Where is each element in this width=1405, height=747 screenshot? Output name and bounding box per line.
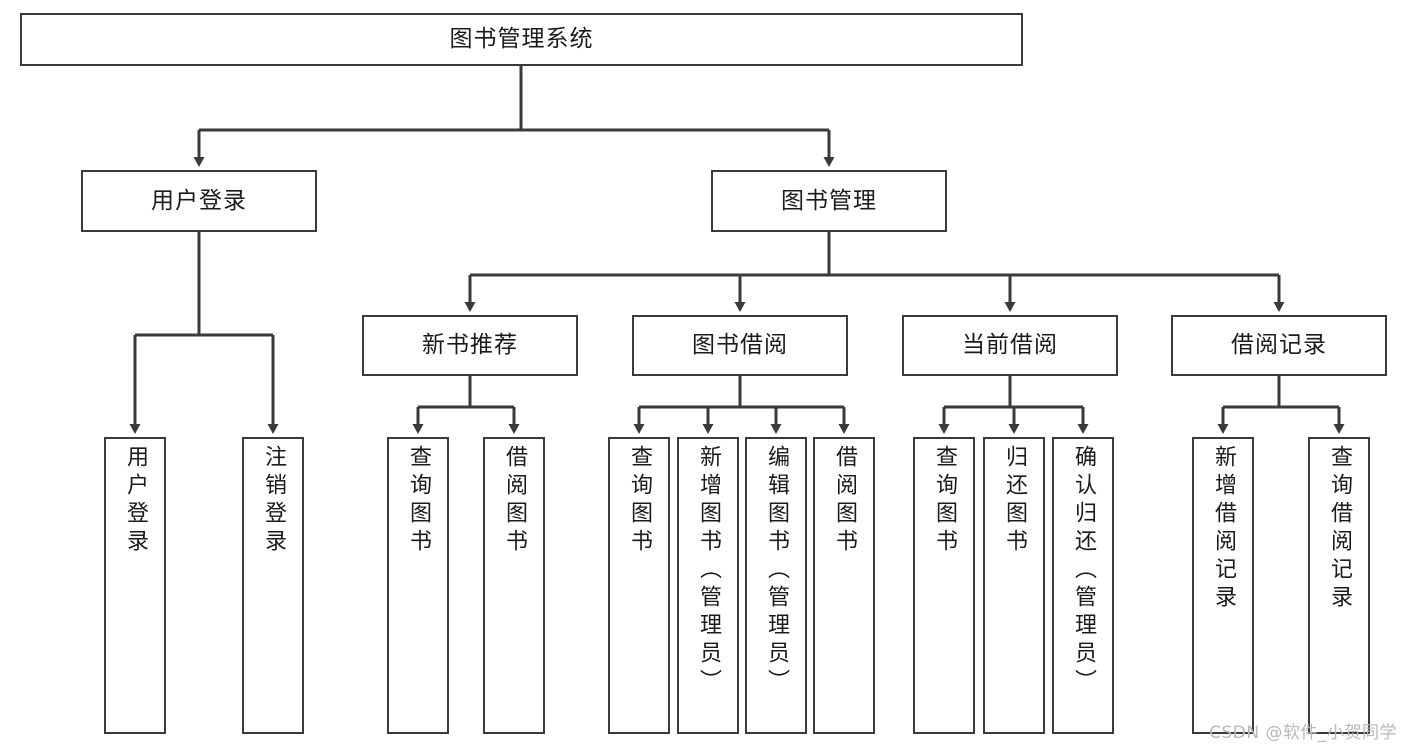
node-user-login[interactable]: 用户登录 <box>81 170 317 232</box>
node-root-label: 图书管理系统 <box>449 26 594 53</box>
leaf-borrow-book-1[interactable]: 借阅图书 <box>483 437 545 734</box>
node-new-book-rec[interactable]: 新书推荐 <box>362 315 578 376</box>
leaf-query-book-2[interactable]: 查询图书 <box>608 437 670 734</box>
node-book-borrow[interactable]: 图书借阅 <box>632 315 848 376</box>
leaf-query-book-1-label: 查询图书 <box>406 445 431 557</box>
leaf-user-logout-label: 注销登录 <box>261 445 286 557</box>
node-book-manage[interactable]: 图书管理 <box>711 170 947 232</box>
node-book-manage-label: 图书管理 <box>781 187 877 214</box>
leaf-user-login-label: 用户登录 <box>123 445 148 557</box>
watermark: CSDN @软件_小贺同学 <box>1209 723 1397 743</box>
leaf-query-book-3[interactable]: 查询图书 <box>913 437 975 734</box>
leaf-query-book-1[interactable]: 查询图书 <box>387 437 449 734</box>
leaf-add-book[interactable]: 新增图书（管理员） <box>677 437 739 734</box>
leaf-user-logout[interactable]: 注销登录 <box>242 437 304 734</box>
leaf-query-book-2-label: 查询图书 <box>627 445 652 557</box>
node-current-borrow[interactable]: 当前借阅 <box>902 315 1118 376</box>
node-new-book-rec-label: 新书推荐 <box>422 332 518 359</box>
leaf-add-record-label: 新增借阅记录 <box>1211 445 1236 613</box>
node-borrow-record[interactable]: 借阅记录 <box>1171 315 1387 376</box>
leaf-borrow-book-1-label: 借阅图书 <box>502 445 527 557</box>
node-current-borrow-label: 当前借阅 <box>962 332 1058 359</box>
leaf-return-book[interactable]: 归还图书 <box>983 437 1045 734</box>
node-user-login-label: 用户登录 <box>151 187 247 214</box>
leaf-confirm-return[interactable]: 确认归还（管理员） <box>1052 437 1114 734</box>
leaf-query-record[interactable]: 查询借阅记录 <box>1308 437 1370 734</box>
leaf-query-record-label: 查询借阅记录 <box>1327 445 1352 613</box>
node-borrow-record-label: 借阅记录 <box>1231 332 1327 359</box>
leaf-add-book-label: 新增图书（管理员） <box>696 445 721 697</box>
leaf-query-book-3-label: 查询图书 <box>932 445 957 557</box>
node-book-borrow-label: 图书借阅 <box>692 332 788 359</box>
leaf-edit-book[interactable]: 编辑图书（管理员） <box>745 437 807 734</box>
leaf-user-login[interactable]: 用户登录 <box>104 437 166 734</box>
leaf-return-book-label: 归还图书 <box>1002 445 1027 557</box>
leaf-borrow-book-2-label: 借阅图书 <box>832 445 857 557</box>
leaf-confirm-return-label: 确认归还（管理员） <box>1071 445 1096 697</box>
leaf-edit-book-label: 编辑图书（管理员） <box>764 445 789 697</box>
node-root[interactable]: 图书管理系统 <box>20 13 1023 66</box>
leaf-borrow-book-2[interactable]: 借阅图书 <box>813 437 875 734</box>
leaf-add-record[interactable]: 新增借阅记录 <box>1192 437 1254 734</box>
